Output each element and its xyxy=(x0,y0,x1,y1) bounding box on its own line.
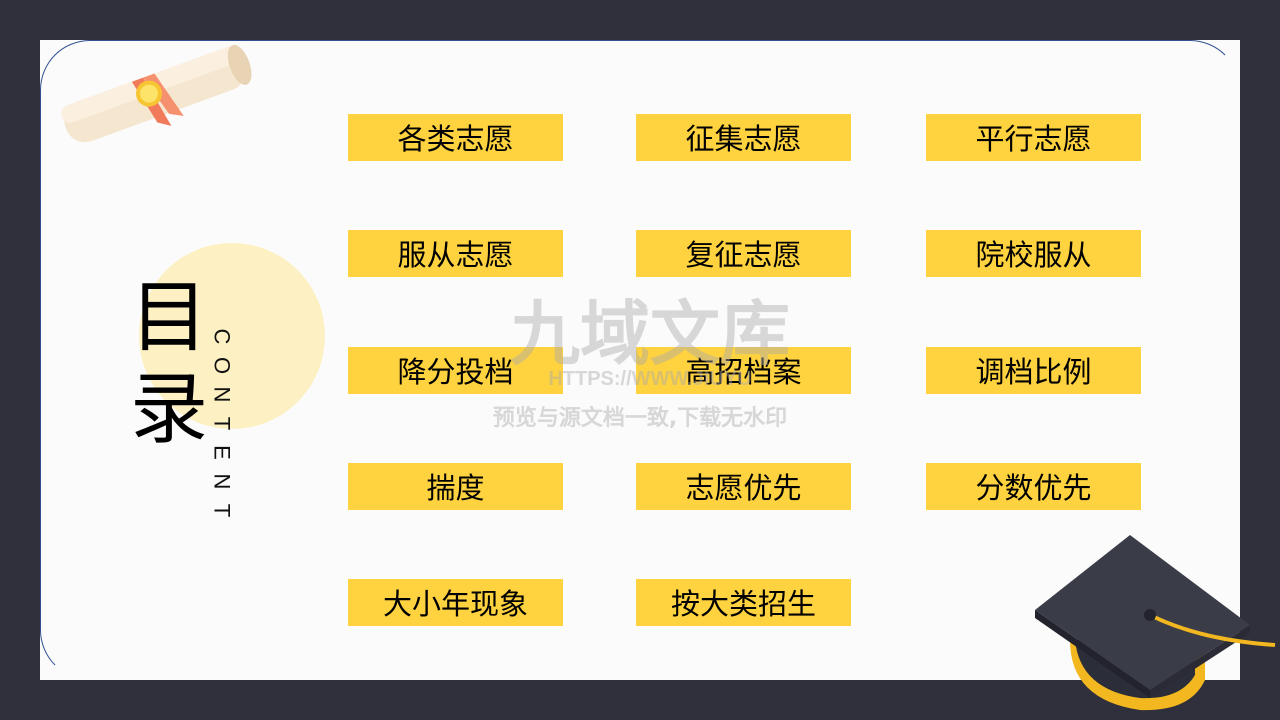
toc-item[interactable]: 志愿优先 xyxy=(636,463,851,510)
subtitle-letter: T xyxy=(209,416,235,431)
toc-item[interactable]: 高招档案 xyxy=(636,347,851,394)
toc-item[interactable]: 服从志愿 xyxy=(348,230,563,277)
toc-item[interactable]: 征集志愿 xyxy=(636,114,851,161)
graduation-cap-icon xyxy=(1035,535,1276,711)
decorative-circle xyxy=(139,243,325,429)
subtitle-letter: T xyxy=(209,503,235,518)
toc-item[interactable]: 各类志愿 xyxy=(348,114,563,161)
page-title: 目录 xyxy=(130,273,209,455)
toc-item[interactable]: 院校服从 xyxy=(926,230,1141,277)
subtitle-letter: O xyxy=(209,356,235,375)
toc-item[interactable]: 分数优先 xyxy=(926,463,1141,510)
toc-item[interactable]: 平行志愿 xyxy=(926,114,1141,161)
subtitle-letter: C xyxy=(209,328,235,345)
toc-item[interactable]: 按大类招生 xyxy=(636,579,851,626)
toc-item[interactable]: 调档比例 xyxy=(926,347,1141,394)
toc-item[interactable]: 大小年现象 xyxy=(348,579,563,626)
subtitle-letter: N xyxy=(209,473,235,490)
toc-item[interactable]: 揣度 xyxy=(348,463,563,510)
diploma-scroll-icon xyxy=(61,44,252,143)
subtitle-letter: N xyxy=(209,386,235,403)
toc-item[interactable]: 复征志愿 xyxy=(636,230,851,277)
subtitle-letter: E xyxy=(209,445,235,460)
toc-item[interactable]: 降分投档 xyxy=(348,347,563,394)
